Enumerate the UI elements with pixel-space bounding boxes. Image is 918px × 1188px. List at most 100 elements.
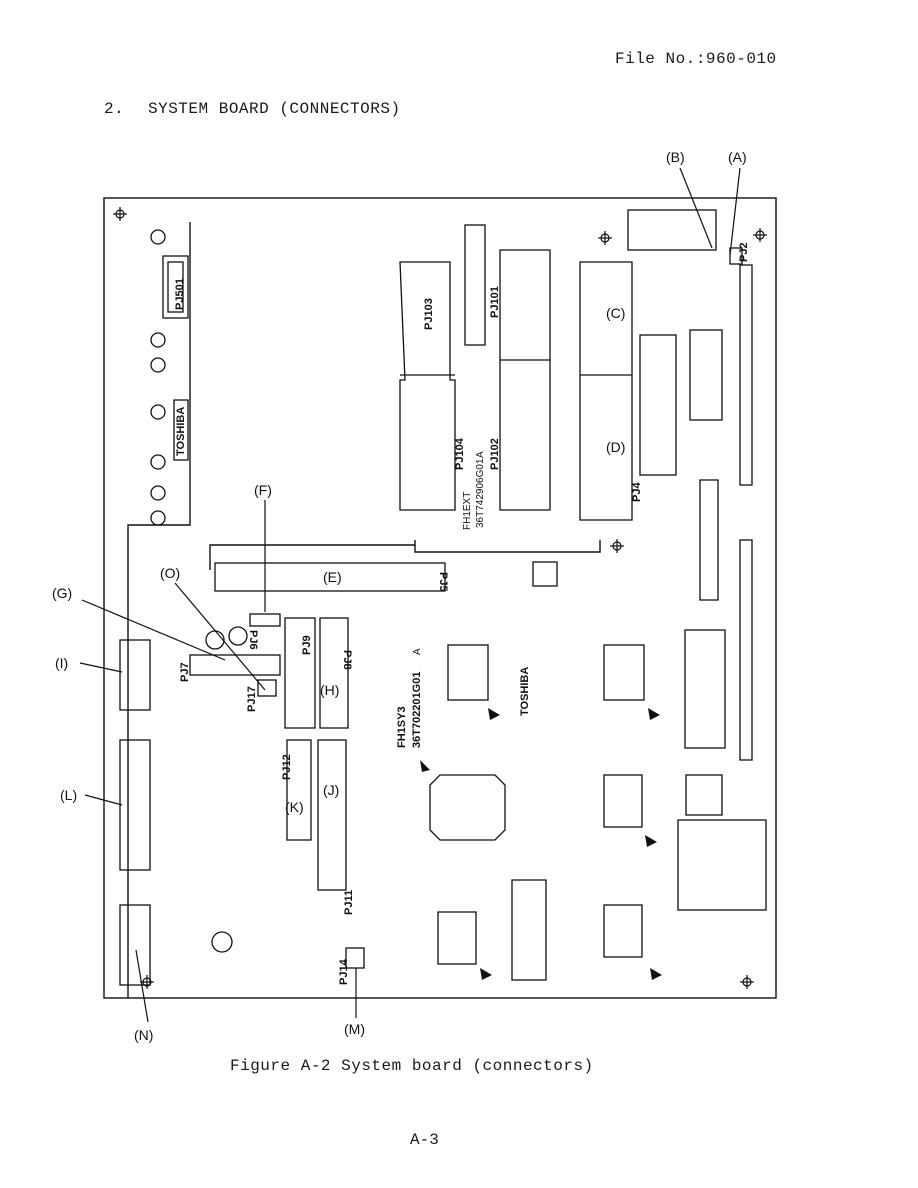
pj103-pj104-connectors: [399, 261, 456, 511]
memory-socket-2: [739, 539, 753, 761]
ic-right-top: [603, 644, 645, 701]
connector-a-b-housing: [627, 209, 717, 251]
silk-board-ext: FH1EXT: [462, 492, 473, 530]
mount-hole-top-left: [113, 207, 127, 221]
leader-b: [679, 167, 713, 249]
card-slot: [677, 819, 767, 911]
pin-marker-5: [480, 968, 492, 980]
board-outline: [103, 197, 777, 999]
leader-o: [174, 582, 266, 691]
silk-toshiba-center: TOSHIBA: [519, 667, 531, 716]
ic-bottom-center: [511, 879, 547, 981]
capacitor-3: [211, 931, 233, 953]
silk-pj11: PJ11: [343, 890, 355, 915]
silk-pj12: PJ12: [281, 754, 293, 780]
pj12-connector: [286, 739, 312, 841]
silk-board-ext-part: 36T742906G01: [475, 458, 486, 528]
memory-socket-1: [739, 264, 753, 486]
callout-j: (J): [323, 782, 339, 798]
silk-board-sys-rev: A: [412, 648, 423, 655]
callout-g: (G): [52, 585, 72, 601]
pj7-connector: [189, 654, 281, 676]
pj8-connector: [319, 617, 349, 729]
page-number: A-3: [410, 1131, 439, 1149]
silk-pj9: PJ9: [301, 635, 313, 655]
pj5-connector: [214, 562, 446, 592]
ic-right-long: [684, 629, 726, 749]
section-title: SYSTEM BOARD (CONNECTORS): [148, 100, 401, 118]
section-heading: 2. SYSTEM BOARD (CONNECTORS): [104, 100, 401, 118]
file-number: File No.:960-010: [615, 50, 777, 68]
silk-board-sys: FH1SY3: [396, 706, 408, 748]
leader-i: [79, 662, 123, 673]
ic-bottom-left: [437, 911, 477, 965]
callout-e: (E): [323, 569, 342, 585]
silk-pj4: PJ4: [631, 482, 643, 502]
callout-b: (B): [666, 149, 685, 165]
silk-pj2: PJ2: [738, 242, 750, 262]
connector-c-d: [579, 261, 633, 521]
led-4: [150, 404, 166, 420]
led-1: [150, 229, 166, 245]
leader-g: [81, 599, 226, 661]
led-3: [150, 357, 166, 373]
pj11-connector: [317, 739, 347, 891]
silk-toshiba-left: TOSHIBA: [175, 407, 187, 456]
pin-marker-2: [648, 708, 660, 720]
capacitor-1: [205, 630, 225, 650]
silk-pj14: PJ14: [338, 958, 350, 985]
ic-center-top: [447, 644, 489, 701]
silk-pj5: PJ5: [437, 572, 449, 592]
section-number: 2.: [104, 100, 125, 118]
mount-hole-bottom-right: [740, 975, 754, 989]
led-2: [150, 332, 166, 348]
silk-pj501: PJ501: [174, 278, 186, 310]
module-boundary: [127, 222, 191, 998]
mount-hole-center: [598, 231, 612, 245]
pin-marker-6: [650, 968, 662, 980]
pj9-connector: [284, 617, 316, 729]
silk-pj7: PJ7: [179, 662, 191, 682]
silk-pj101: PJ101: [489, 286, 501, 318]
callout-k: (K): [285, 799, 304, 815]
silk-pj17: PJ17: [246, 686, 258, 712]
silk-board-ext-rev: A: [475, 451, 486, 458]
pin-marker-4: [645, 835, 657, 847]
callout-i: (I): [55, 655, 68, 671]
pin-marker-1: [488, 708, 500, 720]
pj501-inner: [167, 261, 184, 313]
pj6-connector: [249, 613, 281, 627]
ic-vertical: [699, 479, 719, 601]
silk-pj6: PJ6: [247, 630, 259, 650]
toshiba-chip-left: [173, 399, 189, 461]
callout-n: (N): [134, 1027, 153, 1043]
ic-right-square: [685, 774, 723, 816]
ic-large-2: [689, 329, 723, 421]
pin-marker-3: [420, 760, 430, 772]
figure-caption: Figure A-2 System board (connectors): [230, 1057, 594, 1075]
silk-pj8: PJ8: [341, 650, 353, 670]
expansion-area-boundary: [414, 540, 601, 553]
ic-large-1: [639, 334, 677, 476]
ic-small: [532, 561, 558, 587]
ic-right-mid: [603, 774, 643, 828]
pj-header-strip: [464, 224, 486, 346]
callout-d: (D): [606, 439, 625, 455]
mount-hole-top-right: [753, 228, 767, 242]
callout-l: (L): [60, 787, 77, 803]
callout-o: (O): [160, 565, 180, 581]
connector-n: [119, 904, 151, 986]
callout-c: (C): [606, 305, 625, 321]
silk-pj104: PJ104: [454, 437, 466, 470]
leader-a: [729, 167, 741, 256]
pj14-connector: [345, 947, 365, 969]
pj101-pj102-connectors: [499, 249, 551, 511]
callout-f: (F): [254, 482, 272, 498]
silk-pj102: PJ102: [489, 438, 501, 470]
leader-n: [135, 949, 149, 1023]
pj2-connector: [729, 247, 743, 265]
leader-l: [84, 794, 123, 806]
callout-h: (H): [320, 682, 339, 698]
callout-m: (M): [344, 1021, 365, 1037]
